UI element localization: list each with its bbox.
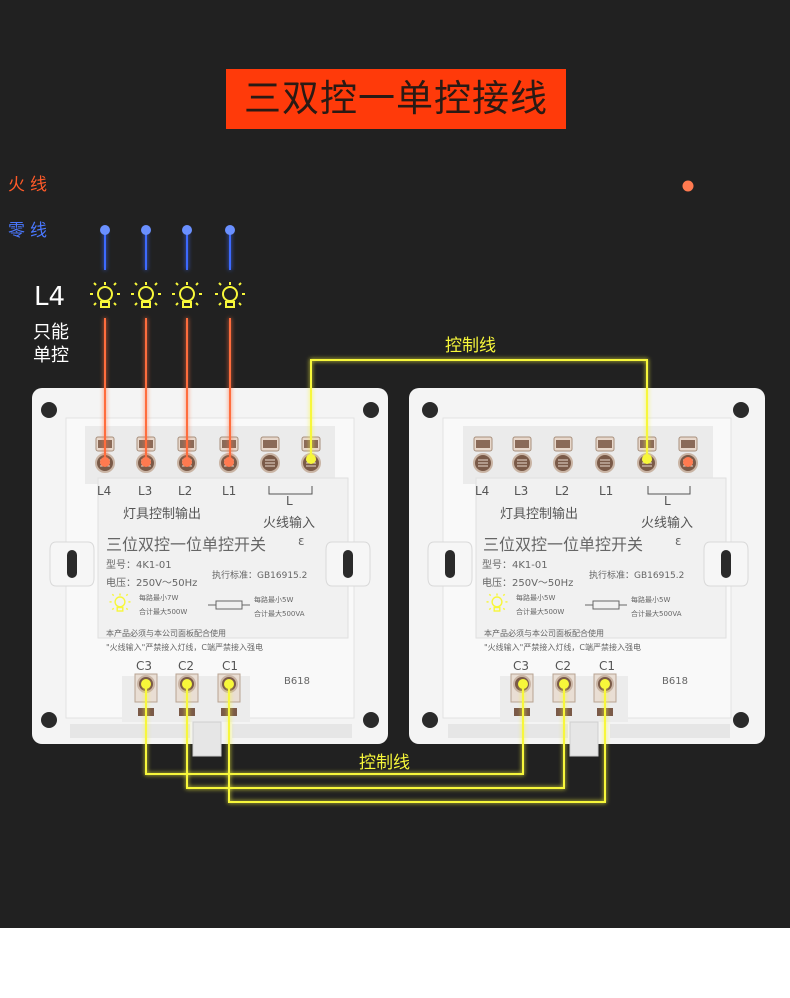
bulb-l4-icon bbox=[89, 281, 121, 308]
switch-1-l-bracket bbox=[268, 486, 313, 495]
s1-model: 型号：4K1-01 bbox=[106, 560, 172, 571]
lamp-live-dots bbox=[100, 457, 234, 467]
s1-term-c3: C3 bbox=[136, 659, 153, 673]
switch-2-tube-glyph bbox=[585, 600, 627, 610]
s2-model: 型号：4K1-01 bbox=[482, 560, 548, 571]
switch-2-left-mount bbox=[427, 541, 473, 587]
s2-spec-a2: 合计最大500W bbox=[516, 608, 565, 616]
s2-term-l4: L4 bbox=[475, 484, 490, 498]
s1-spec-a2: 合计最大500W bbox=[139, 608, 188, 616]
control-dots bbox=[141, 454, 652, 689]
bulb-l2-icon bbox=[171, 281, 203, 308]
s2-warning-2: "火线输入"严禁接入灯线，C端严禁接入强电 bbox=[484, 643, 641, 652]
s2-term-c1: C1 bbox=[599, 659, 616, 673]
s2-term-l3: L3 bbox=[514, 484, 529, 498]
s2-spec-b1: 每路最小5W bbox=[631, 596, 671, 604]
s2-product-name: 三位双控一位单控开关 bbox=[483, 535, 644, 554]
page-title: 三双控一单控接线 bbox=[226, 69, 566, 129]
s1-warning-1: 本产品必须与本公司面板配合使用 bbox=[106, 629, 226, 638]
neutral-wire-label: 零线 bbox=[8, 221, 52, 241]
l4-note-big: L4 bbox=[34, 282, 66, 312]
s2-warning-1: 本产品必须与本公司面板配合使用 bbox=[484, 629, 604, 638]
s2-spec-b2: 合计最大500VA bbox=[631, 610, 682, 618]
s2-term-c3: C3 bbox=[513, 659, 530, 673]
s2-spec-a1: 每路最小5W bbox=[516, 594, 556, 602]
live-junction bbox=[682, 180, 694, 192]
s1-spec-a1: 每路最小7W bbox=[139, 594, 179, 602]
s1-term-l2: L2 bbox=[178, 484, 193, 498]
control-line-label-top: 控制线 bbox=[445, 336, 496, 356]
s1-ce-mark: ε bbox=[298, 534, 305, 548]
s1-term-c1: C1 bbox=[222, 659, 239, 673]
l4-note-line2: 单控 bbox=[33, 345, 69, 366]
switch-2-right-mount bbox=[703, 541, 749, 587]
s1-term-l1: L1 bbox=[222, 484, 237, 498]
neutral-drops bbox=[104, 230, 231, 270]
s1-product-name: 三位双控一位单控开关 bbox=[106, 535, 267, 554]
s2-term-l1: L1 bbox=[599, 484, 614, 498]
wiring-diagram: 三双控一单控接线 火线 零线 L4 只能 单控 控制线 控制线 L4 L3 L2… bbox=[0, 0, 790, 928]
s2-code: B618 bbox=[662, 676, 688, 687]
s2-group-lamp: 灯具控制输出 bbox=[500, 507, 579, 522]
switch-1-right-mount bbox=[325, 541, 371, 587]
s1-voltage: 电压：250V～50Hz bbox=[106, 578, 198, 589]
live-wire-label: 火线 bbox=[8, 175, 52, 195]
s2-ce-mark: ε bbox=[675, 534, 682, 548]
bulb-l3-icon bbox=[130, 281, 162, 308]
s1-code: B618 bbox=[284, 676, 310, 687]
s2-group-live: 火线输入 bbox=[641, 516, 694, 531]
s2-term-l2: L2 bbox=[555, 484, 570, 498]
s2-standard: 执行标准：GB16915.2 bbox=[589, 571, 685, 581]
s1-group-lamp: 灯具控制输出 bbox=[123, 507, 202, 522]
s2-term-c2: C2 bbox=[555, 659, 572, 673]
s1-term-c2: C2 bbox=[178, 659, 195, 673]
bulb-l1-icon bbox=[214, 281, 246, 308]
s1-group-live: 火线输入 bbox=[263, 516, 316, 531]
s1-spec-b1: 每路最小5W bbox=[254, 596, 294, 604]
lamp-live-wires bbox=[104, 318, 231, 462]
s1-term-l3: L3 bbox=[138, 484, 153, 498]
switch-2-l-dot bbox=[683, 457, 693, 467]
diagram-canvas bbox=[32, 180, 790, 803]
control-line-label-bottom: 控制线 bbox=[359, 753, 410, 773]
s2-voltage: 电压：250V～50Hz bbox=[482, 578, 574, 589]
switch-1-left-mount bbox=[49, 541, 95, 587]
s2-term-l: L bbox=[664, 494, 671, 508]
s1-warning-2: "火线输入"严禁接入灯线，C端严禁接入强电 bbox=[106, 643, 263, 652]
control-wires bbox=[145, 359, 648, 803]
s1-standard: 执行标准：GB16915.2 bbox=[212, 571, 308, 581]
switch-1-tube-glyph bbox=[208, 600, 250, 610]
switch-2-l-bracket bbox=[647, 486, 691, 495]
l4-note-line1: 只能 bbox=[33, 322, 69, 343]
s1-term-l4: L4 bbox=[97, 484, 112, 498]
neutral-junctions bbox=[100, 225, 235, 235]
s1-term-l: L bbox=[286, 494, 293, 508]
s1-spec-b2: 合计最大500VA bbox=[254, 610, 305, 618]
